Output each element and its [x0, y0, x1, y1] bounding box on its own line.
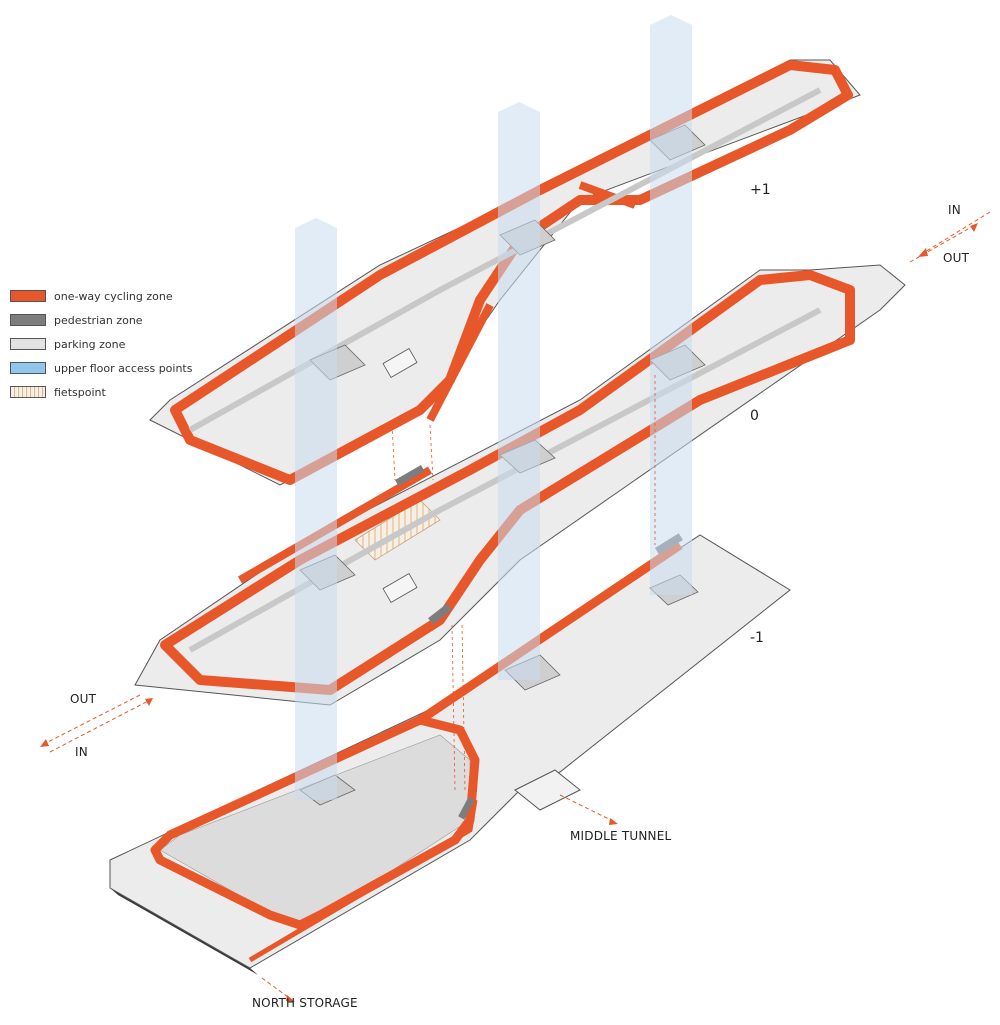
upper-cycling-divider: [578, 181, 637, 209]
arrow-middle-tunnel: [559, 794, 616, 823]
label-out-top: OUT: [943, 251, 970, 265]
upper-parking-lane: [188, 87, 822, 433]
basement-pedestrian-ramp: [458, 796, 475, 820]
upper-cycling-ramp: [426, 303, 494, 422]
basement-slab-edge: [110, 888, 258, 975]
level-basement: [109, 533, 791, 975]
ground-parking-lane: [188, 307, 822, 653]
arrow-in-left: [49, 699, 151, 753]
level-label-basement: -1: [750, 630, 764, 646]
legend-label: upper floor access points: [54, 361, 193, 375]
legend-label: parking zone: [54, 337, 126, 351]
basement-cycling-exit: [248, 799, 478, 963]
label-in-left: IN: [75, 745, 88, 759]
access-column-2: [498, 102, 540, 680]
legend-swatch-fietspoint: [10, 386, 46, 398]
legend-item-access: upper floor access points: [10, 356, 192, 380]
legend-item-pedestrian: pedestrian zone: [10, 308, 192, 332]
basement-cycling-ramp: [417, 541, 683, 724]
arrow-out-top: [909, 224, 976, 263]
middle-tunnel-stub: [514, 769, 581, 811]
basement-cycling-loop: [150, 715, 480, 930]
label-in-top: IN: [948, 203, 961, 217]
access-column-3: [650, 15, 692, 595]
level-label-upper: +1: [750, 182, 771, 198]
arrow-heads: [40, 223, 978, 1002]
ground-pedestrian-ramp: [428, 603, 452, 625]
arrow-out-left: [41, 694, 141, 746]
level-label-ground: 0: [750, 408, 759, 424]
legend-swatch-access: [10, 362, 46, 374]
ground-pedestrian-link: [395, 465, 425, 487]
legend: one-way cycling zone pedestrian zone par…: [10, 284, 192, 404]
vertical-connectors: [391, 375, 656, 791]
legend-item-parking: parking zone: [10, 332, 192, 356]
label-middle-tunnel: MIDDLE TUNNEL: [570, 829, 672, 843]
legend-item-cycling: one-way cycling zone: [10, 284, 192, 308]
legend-item-fietspoint: fietspoint: [10, 380, 192, 404]
legend-label: fietspoint: [54, 385, 106, 399]
upper-storage-block: [382, 348, 418, 378]
arrow-in-top: [919, 211, 991, 256]
legend-swatch-pedestrian: [10, 314, 46, 326]
label-north-storage: NORTH STORAGE: [252, 996, 358, 1010]
legend-label: pedestrian zone: [54, 313, 143, 327]
access-column-1: [295, 218, 337, 800]
legend-label: one-way cycling zone: [54, 289, 173, 303]
access-columns: [295, 15, 692, 800]
legend-swatch-parking: [10, 338, 46, 350]
ground-storage-block: [382, 573, 418, 603]
legend-swatch-cycling: [10, 290, 46, 302]
label-out-left: OUT: [70, 692, 97, 706]
